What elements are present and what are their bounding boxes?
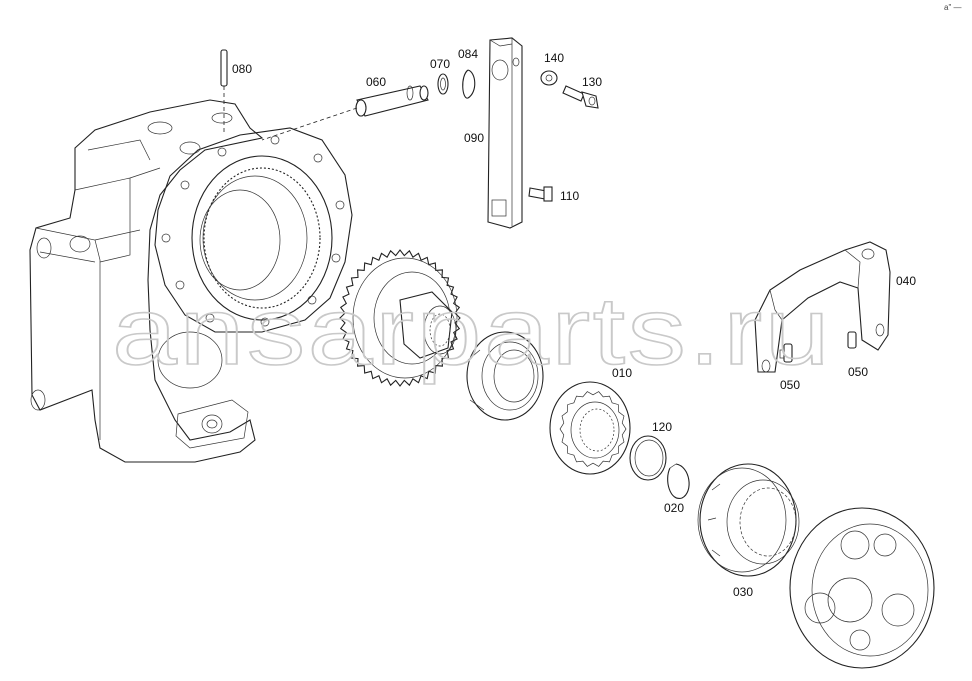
corner-mark: a" — xyxy=(944,3,962,12)
screw-130 xyxy=(562,85,599,109)
fork-040 xyxy=(754,241,891,373)
screw-110 xyxy=(528,186,553,202)
pin-080 xyxy=(220,49,228,132)
ring-120 xyxy=(629,435,667,481)
pad-050-right xyxy=(847,331,857,349)
callout-040: 040 xyxy=(896,274,916,288)
planet-carrier xyxy=(789,507,935,669)
shaft-060 xyxy=(261,85,429,141)
callout-060: 060 xyxy=(366,75,386,89)
washer-070 xyxy=(437,73,449,95)
callout-labels: 080 060 070 084 140 130 090 110 040 050 … xyxy=(232,47,916,599)
callout-020: 020 xyxy=(664,501,684,515)
lever-090 xyxy=(487,37,523,229)
callout-080: 080 xyxy=(232,62,252,76)
callout-050-right: 050 xyxy=(848,365,868,379)
circlip-020 xyxy=(667,463,690,499)
bearing xyxy=(466,331,544,421)
callout-050-left: 050 xyxy=(780,378,800,392)
callout-130: 130 xyxy=(582,75,602,89)
callout-084: 084 xyxy=(458,47,478,61)
callout-120: 120 xyxy=(652,420,672,434)
callout-090: 090 xyxy=(464,131,484,145)
pad-050-left xyxy=(779,343,793,363)
sleeve-030 xyxy=(697,463,800,577)
ring-084 xyxy=(462,69,476,99)
callout-140: 140 xyxy=(544,51,564,65)
washer-140 xyxy=(540,70,558,86)
callout-010: 010 xyxy=(612,366,632,380)
spur-gear xyxy=(339,249,461,387)
callout-030: 030 xyxy=(733,585,753,599)
gear-housing xyxy=(29,99,353,463)
hub-010 xyxy=(549,381,631,475)
watermark: ansarparts.ru xyxy=(112,278,832,385)
callout-110: 110 xyxy=(560,189,579,203)
callout-070: 070 xyxy=(430,57,450,71)
